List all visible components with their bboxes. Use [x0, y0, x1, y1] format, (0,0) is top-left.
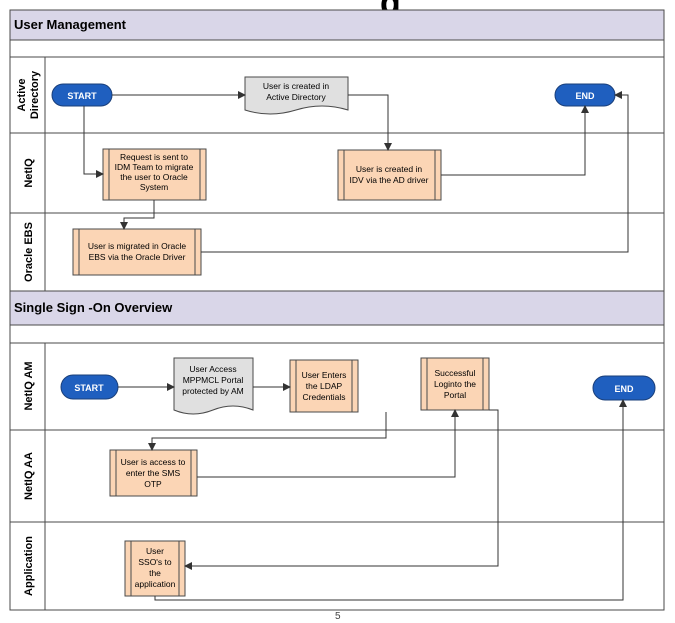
section-header — [9, 290, 665, 326]
section-user-management: User Management ActiveDirectory NetIQ Or… — [9, 9, 665, 292]
process-ldap-credentials — [289, 359, 359, 413]
process-sso-line1: User — [146, 546, 164, 556]
doc-user-access-line3: protected by AM — [182, 386, 243, 396]
process-sms-otp — [109, 449, 198, 497]
start-label: START — [67, 91, 97, 101]
lane-label-netiq: NetIQ — [23, 158, 35, 188]
sso-start-label: START — [74, 383, 104, 393]
lane-label-application: Application — [23, 536, 35, 596]
connectors-sso — [118, 383, 627, 601]
process-created-in-idv-line2: IDV via the AD driver — [350, 175, 429, 185]
process-otp-line1: User is access to — [121, 457, 186, 467]
section-sso-overview: Single Sign -On Overview NetIQ AM NetIQ … — [9, 290, 665, 611]
process-ldap-line2: the LDAP — [306, 381, 343, 391]
lane-label-netiq-aa: NetIQ AA — [23, 452, 35, 500]
doc-created-in-ad-line1: User is created in — [263, 81, 329, 91]
doc-user-access-portal — [173, 357, 254, 415]
process-sso-line2: SSO's to — [138, 557, 172, 567]
spacer-row — [9, 39, 665, 58]
page-number: 5 — [335, 611, 341, 622]
doc-created-in-ad-line2: Active Directory — [266, 92, 326, 102]
sso-end-label: END — [614, 384, 634, 394]
process-created-in-idv — [337, 149, 442, 201]
process-success-line3: Portal — [444, 390, 466, 400]
process-request-idm — [102, 148, 207, 201]
section-header — [9, 9, 665, 41]
doc-created-in-ad — [244, 76, 349, 115]
process-migrated-oracle-line2: EBS via the Oracle Driver — [89, 252, 186, 262]
section-title: Single Sign -On Overview — [14, 300, 173, 315]
process-otp-line3: OTP — [144, 479, 162, 489]
process-migrated-oracle — [72, 228, 202, 276]
process-request-idm-line1: Request is sent to — [120, 152, 188, 162]
process-success-line2: Loginto the — [434, 379, 476, 389]
process-created-in-idv-line1: User is created in — [356, 164, 422, 174]
lane-label-oracle-ebs: Oracle EBS — [23, 222, 35, 282]
process-migrated-oracle-line1: User is migrated in Oracle — [88, 241, 187, 251]
process-otp-line2: enter the SMS — [126, 468, 181, 478]
doc-user-access-line1: User Access — [189, 364, 236, 374]
process-request-idm-line2: IDM Team to migrate — [115, 162, 194, 172]
lane-label-netiq-am: NetIQ AM — [23, 361, 35, 410]
process-ldap-line1: User Enters — [302, 370, 347, 380]
process-successful-login — [420, 357, 490, 411]
lane-label-active-directory: ActiveDirectory — [16, 70, 41, 119]
connectors-user-management — [83, 91, 629, 253]
spacer-row — [9, 324, 665, 344]
lane-netiq-aa — [9, 429, 665, 523]
process-sso-line4: application — [135, 579, 176, 589]
process-request-idm-line3: the user to Oracle — [120, 172, 188, 182]
doc-user-access-line2: MPPMCL Portal — [183, 375, 244, 385]
process-request-idm-line4: System — [140, 182, 168, 192]
section-title: User Management — [14, 17, 127, 32]
process-sso-line3: the — [149, 568, 161, 578]
process-success-line1: Successful — [434, 368, 475, 378]
end-label: END — [575, 91, 595, 101]
process-ldap-line3: Credentials — [303, 392, 346, 402]
